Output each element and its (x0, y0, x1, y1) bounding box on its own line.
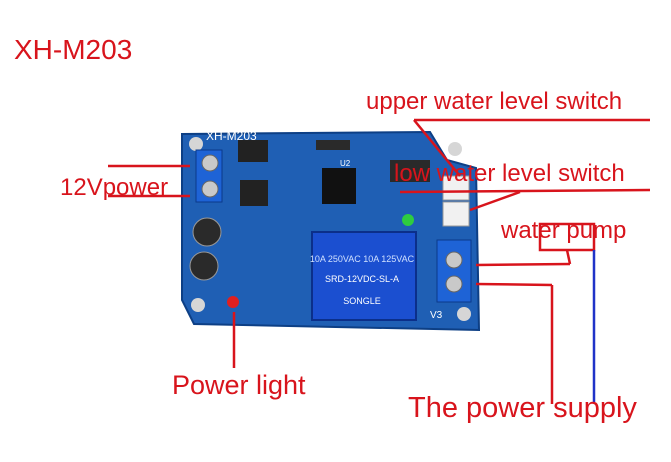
relay (311, 231, 417, 321)
microcontroller (322, 168, 356, 204)
header-pins (390, 160, 430, 182)
power-12v-label: 12Vpower (60, 174, 169, 201)
capacitor (192, 217, 222, 247)
power-supply-label: The power supply (408, 392, 637, 424)
mount-hole (448, 142, 462, 156)
board-model-title: XH-M203 (14, 34, 133, 65)
svg-text:U2: U2 (340, 159, 351, 168)
svg-text:V3: V3 (430, 310, 443, 321)
regulator (240, 180, 268, 206)
svg-text:XH-M203: XH-M203 (206, 129, 257, 143)
svg-text:SRD-12VDC-SL-A: SRD-12VDC-SL-A (325, 274, 399, 284)
mount-hole (457, 307, 471, 321)
upper-switch-label: upper water level switch (366, 88, 623, 115)
power-light-label: Power light (172, 370, 306, 400)
water-pump-label: water pump (501, 217, 627, 244)
svg-text:10A 250VAC 10A 125VAC: 10A 250VAC 10A 125VAC (310, 254, 415, 264)
power-led (227, 296, 239, 308)
upper-switch-connector (442, 175, 470, 201)
low-switch-connector (442, 201, 470, 227)
output-terminal-block (436, 239, 472, 303)
mount-hole (191, 298, 205, 312)
low-switch-label: low water level switch (394, 160, 625, 187)
regulator (238, 140, 268, 162)
mount-hole (189, 137, 203, 151)
svg-text:SONGLE: SONGLE (343, 296, 381, 306)
capacitor (189, 251, 219, 281)
status-led (402, 214, 414, 226)
annotation-lines (108, 118, 651, 404)
